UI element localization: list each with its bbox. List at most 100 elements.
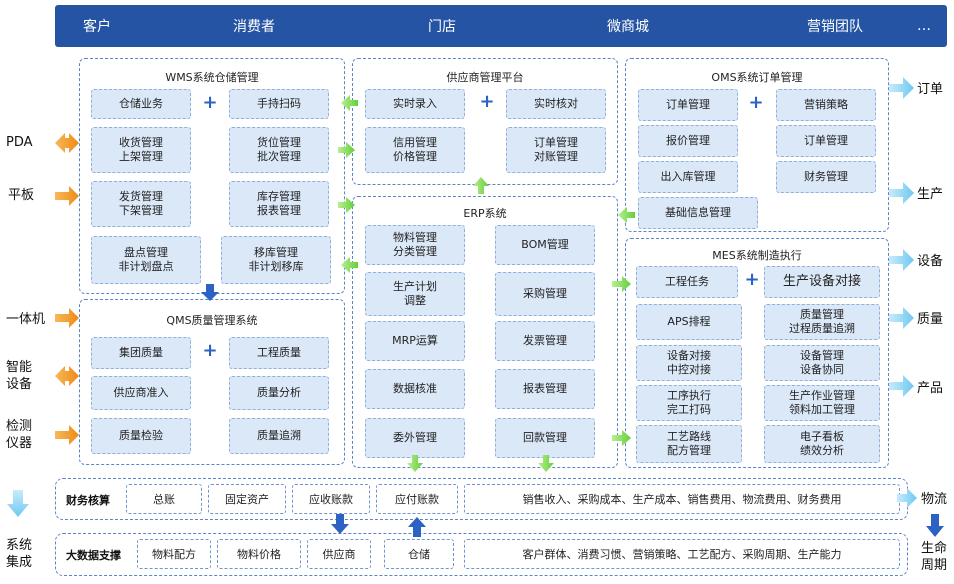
erp-item-report[interactable]: 报表管理 <box>495 369 595 409</box>
mes-item-route[interactable]: 工艺路线 配方管理 <box>636 425 742 463</box>
qms-item-group[interactable]: 集团质量 <box>91 337 191 369</box>
erp-item-bom[interactable]: BOM管理 <box>495 225 595 265</box>
finance-label: 财务核算 <box>66 494 110 507</box>
left-label-all-in-one: 一体机 <box>6 312 46 327</box>
right-label-equipment: 设备 <box>917 254 944 269</box>
arrow-wms-to-erp <box>338 197 355 213</box>
finance-item-receivable[interactable]: 应收账款 <box>292 484 370 514</box>
wms-item-transfer[interactable]: 移库管理 非计划移库 <box>221 236 331 284</box>
qms-item-supplier-access[interactable]: 供应商准入 <box>91 376 191 410</box>
wms-item-receive[interactable]: 收货管理 上架管理 <box>91 127 191 173</box>
mes-item-dashboard[interactable]: 电子看板 绩效分析 <box>764 425 880 463</box>
mes-item-device-mgmt[interactable]: 设备管理 设备协同 <box>764 345 880 381</box>
right-label-lifecycle: 生命 周期 <box>921 541 948 573</box>
qms-item-analysis[interactable]: 质量分析 <box>229 376 329 410</box>
bigdata-item-formula[interactable]: 物料配方 <box>137 539 211 569</box>
tab-micro-mall[interactable]: 微商城 <box>607 19 649 35</box>
arrow-order <box>889 77 914 99</box>
wms-item-location[interactable]: 货位管理 批次管理 <box>229 127 329 173</box>
left-label-integration: 系统 集成 <box>6 538 33 570</box>
qms-item-engineering[interactable]: 工程质量 <box>229 337 329 369</box>
plus-icon: + <box>744 269 760 290</box>
plus-icon: + <box>202 340 218 361</box>
supplier-item-check[interactable]: 实时核对 <box>506 89 606 119</box>
arrow-wms-to-qms <box>201 284 219 301</box>
erp-item-outsource[interactable]: 委外管理 <box>365 418 465 458</box>
finance-item-assets[interactable]: 固定资产 <box>208 484 286 514</box>
wms-item-stock[interactable]: 库存管理 报表管理 <box>229 181 329 227</box>
supplier-item-order[interactable]: 订单管理 对账管理 <box>506 127 606 173</box>
bigdata-item-price[interactable]: 物料价格 <box>217 539 301 569</box>
arrow-erp-up-supplier <box>473 177 489 194</box>
erp-title: ERP系统 <box>463 207 507 220</box>
oms-item-inout[interactable]: 出入库管理 <box>638 161 738 193</box>
wms-item-ship[interactable]: 发货管理 下架管理 <box>91 181 191 227</box>
mes-item-engineering-task[interactable]: 工程任务 <box>636 266 738 298</box>
wms-title: WMS系统仓储管理 <box>165 71 259 84</box>
mes-item-production[interactable]: 生产作业管理 领料加工管理 <box>764 385 880 421</box>
erp-item-mrp[interactable]: MRP运算 <box>365 321 465 361</box>
arrow-oms-to-erp <box>618 207 635 223</box>
arrow-erp-to-mes-2 <box>612 430 631 446</box>
arrow-lifecycle-down <box>926 514 944 537</box>
bigdata-item-warehouse[interactable]: 仓储 <box>384 539 454 569</box>
tab-sales-team[interactable]: 营销团队 <box>807 19 863 35</box>
arrow-erp-to-mes <box>612 276 631 292</box>
mes-item-device-dock[interactable]: 设备对接 中控对接 <box>636 345 742 381</box>
arrow-wms-to-supplier <box>338 142 355 158</box>
left-label-smart-device: 智能 设备 <box>6 360 33 392</box>
erp-item-invoice[interactable]: 发票管理 <box>495 321 595 361</box>
left-label-instrument: 检测 仪器 <box>6 419 33 451</box>
bigdata-summary: 客户群体、消费习惯、营销策略、工艺配方、采购周期、生产能力 <box>464 539 900 569</box>
finance-item-ledger[interactable]: 总账 <box>126 484 202 514</box>
arrow-supplier-to-wms <box>341 95 358 111</box>
arrow-erp-down-2 <box>538 455 554 472</box>
supplier-item-credit[interactable]: 信用管理 价格管理 <box>365 127 465 173</box>
right-label-order: 订单 <box>917 82 944 97</box>
erp-item-data-check[interactable]: 数据核准 <box>365 369 465 409</box>
bigdata-item-supplier[interactable]: 供应商 <box>307 539 371 569</box>
arrow-logistics <box>897 488 917 508</box>
supplier-item-entry[interactable]: 实时录入 <box>365 89 465 119</box>
left-label-pda: PDA <box>6 135 33 150</box>
tab-more[interactable]: … <box>917 18 931 34</box>
mes-title: MES系统制造执行 <box>712 249 802 262</box>
oms-item-finance[interactable]: 财务管理 <box>776 161 876 193</box>
finance-item-payable[interactable]: 应付账款 <box>376 484 458 514</box>
qms-item-inspection[interactable]: 质量检验 <box>91 418 191 454</box>
erp-item-purchase[interactable]: 采购管理 <box>495 272 595 316</box>
plus-icon: + <box>748 92 764 113</box>
oms-item-quote[interactable]: 报价管理 <box>638 125 738 157</box>
oms-item-marketing[interactable]: 营销策略 <box>776 89 876 121</box>
bigdata-label: 大数据支撑 <box>66 549 121 562</box>
plus-icon: + <box>202 92 218 113</box>
arrow-production <box>889 182 914 204</box>
arrow-integration-down <box>7 490 29 517</box>
finance-summary: 销售收入、采购成本、生产成本、销售费用、物流费用、财务费用 <box>464 484 900 514</box>
mes-item-process-exec[interactable]: 工序执行 完工打码 <box>636 385 742 421</box>
double-arrow-smart-device <box>55 366 79 386</box>
erp-item-material[interactable]: 物料管理 分类管理 <box>365 225 465 265</box>
arrow-tablet <box>55 186 79 206</box>
wms-item-inventory[interactable]: 盘点管理 非计划盘点 <box>91 236 201 284</box>
erp-item-plan[interactable]: 生产计划 调整 <box>365 272 465 316</box>
oms-item-order-2[interactable]: 订单管理 <box>776 125 876 157</box>
mes-item-quality[interactable]: 质量管理 过程质量追溯 <box>764 304 880 340</box>
wms-item-storage[interactable]: 仓储业务 <box>91 89 191 119</box>
qms-item-trace[interactable]: 质量追溯 <box>229 418 329 454</box>
arrow-quality <box>889 307 914 329</box>
arrow-instrument <box>55 425 79 445</box>
oms-item-order[interactable]: 订单管理 <box>638 89 738 121</box>
plus-icon: + <box>479 91 495 112</box>
top-nav-bar: 客户 消费者 门店 微商城 营销团队 … <box>55 5 947 47</box>
right-label-production: 生产 <box>917 187 944 202</box>
tab-store[interactable]: 门店 <box>428 19 456 35</box>
tab-customer[interactable]: 客户 <box>83 19 111 35</box>
tab-consumer[interactable]: 消费者 <box>233 19 275 35</box>
mes-item-equipment-dock[interactable]: 生产设备对接 <box>764 266 880 298</box>
oms-item-basic-info[interactable]: 基础信息管理 <box>638 197 758 229</box>
mes-item-aps[interactable]: APS排程 <box>636 304 742 340</box>
supplier-title: 供应商管理平台 <box>446 71 524 84</box>
wms-item-scan[interactable]: 手持扫码 <box>229 89 329 119</box>
arrow-equipment <box>889 249 914 271</box>
